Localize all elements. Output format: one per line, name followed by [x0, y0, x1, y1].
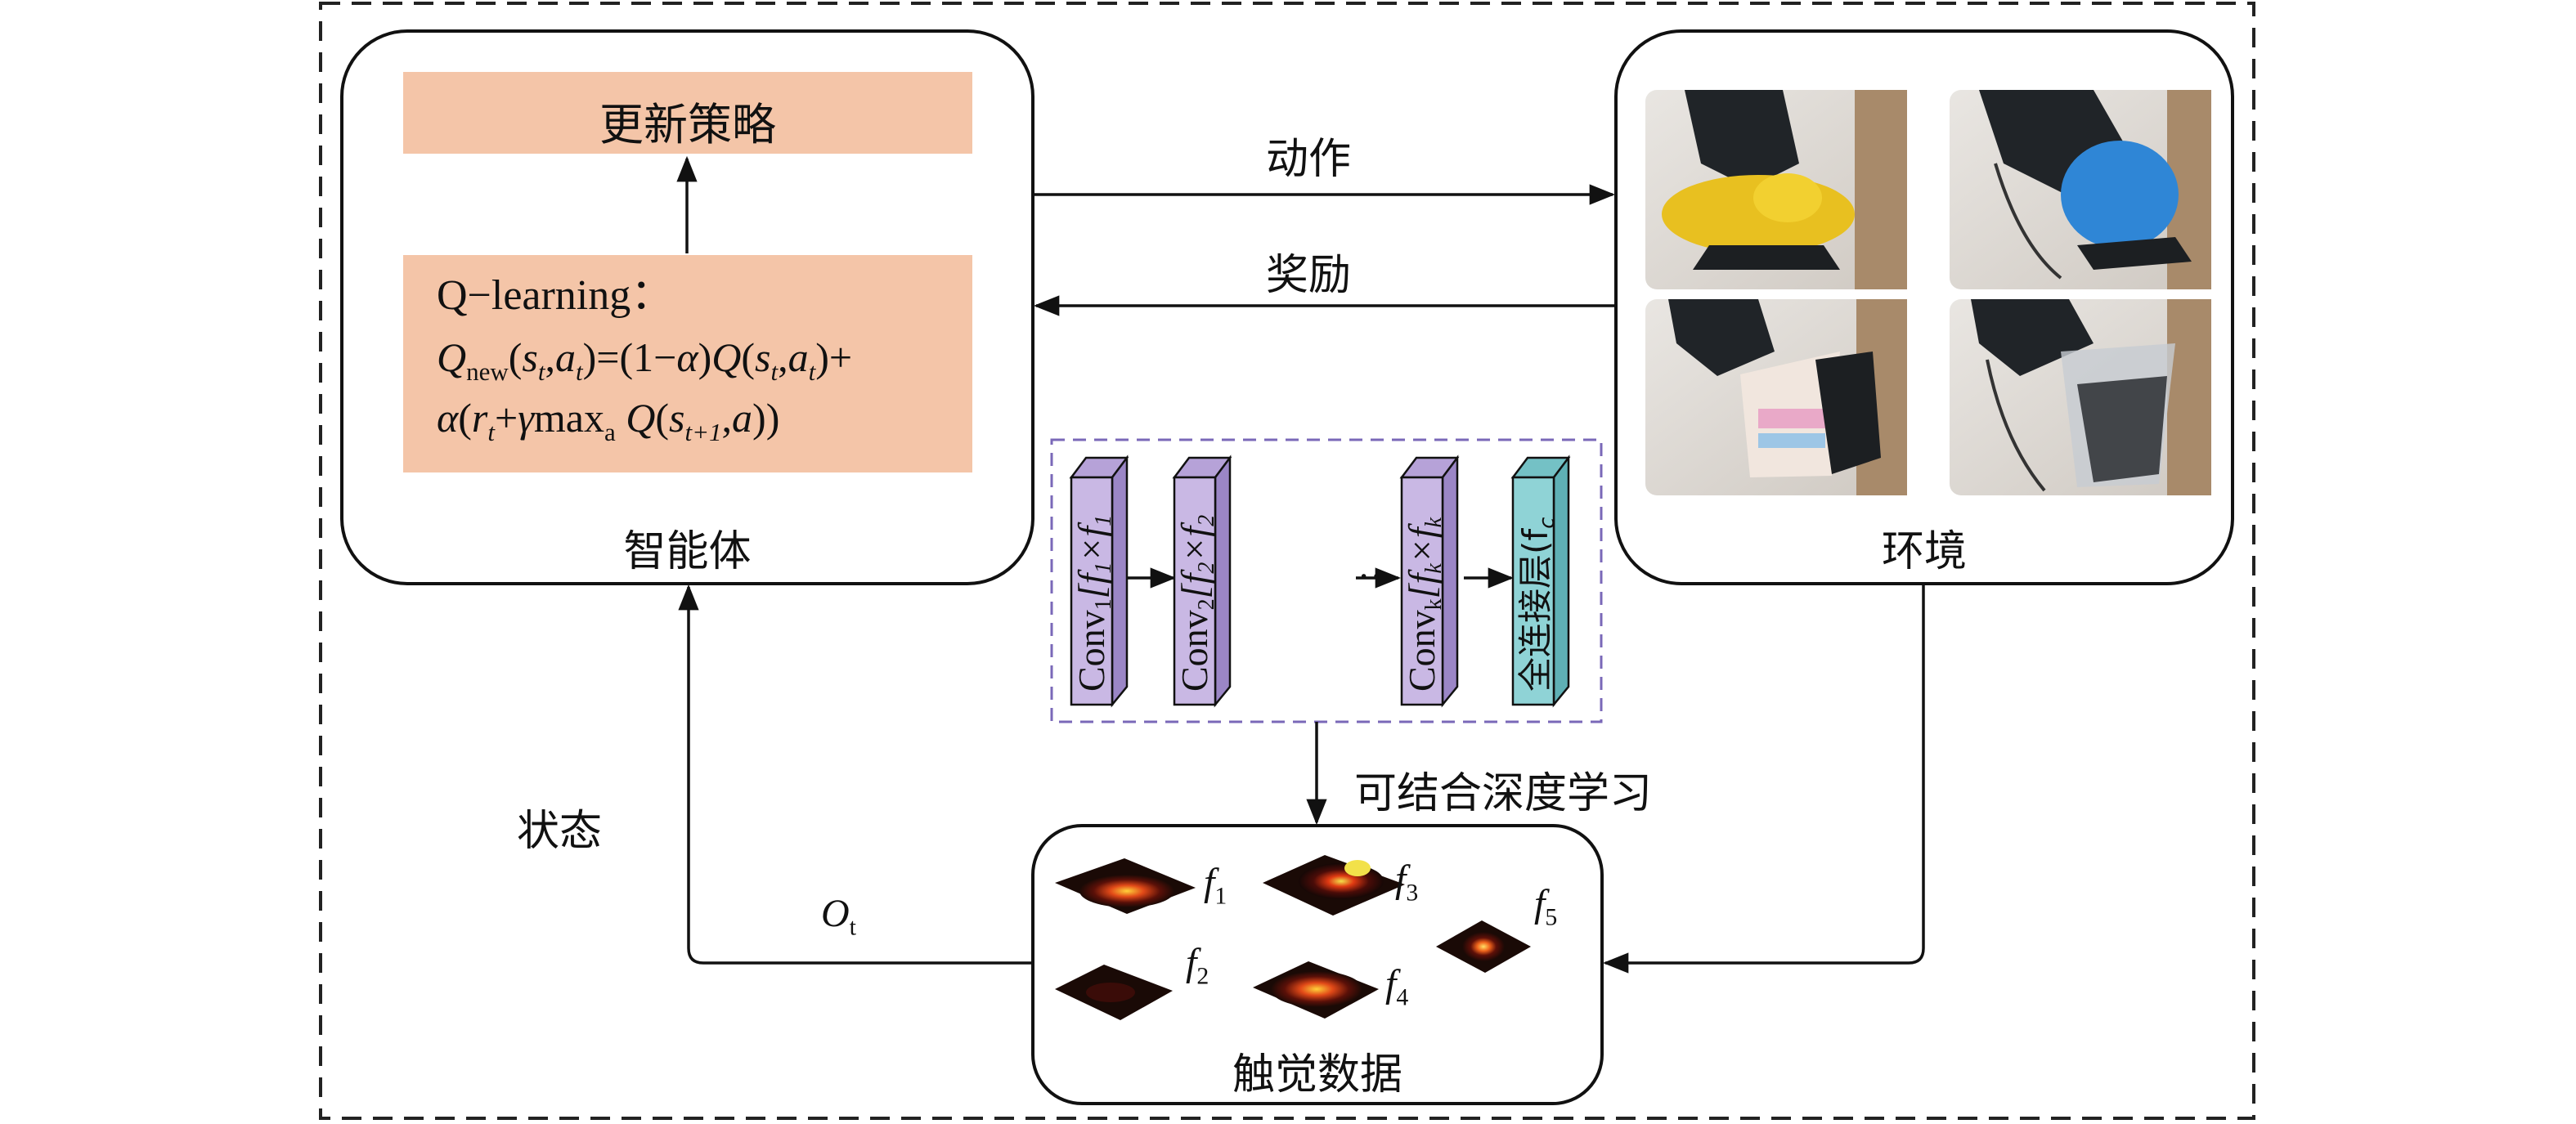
tactile-label-f4: f4 — [1385, 962, 1409, 1011]
conv-layer-k: Convk[fk×fk — [1399, 455, 1460, 708]
q-learning-formula-line-1: Qnew(st,at)=(1−α)Q(st,at)+ — [437, 334, 853, 386]
tactile-frame-f2 — [1055, 965, 1173, 1020]
observation-label: Ot — [821, 892, 856, 941]
tactile-frame-f1 — [1055, 858, 1196, 914]
state-label: 状态 — [517, 807, 603, 856]
q-learning-heading: Q−learning： — [437, 272, 674, 319]
env-to-tactile-arrow — [1602, 584, 1925, 974]
deep-learning-label: 可结合深度学习 — [1354, 769, 1653, 818]
tactile-frame-f4 — [1253, 961, 1379, 1019]
fully-connected-layer: 全连接层(fc — [1510, 455, 1571, 708]
svg-text:Conv2[f2×f2: Conv2[f2×f2 — [1174, 515, 1219, 692]
photo-hand-yellow-object — [1645, 90, 1907, 289]
tactile-title: 触觉数据 — [1232, 1050, 1402, 1099]
photo-hand-clear-cup — [1950, 299, 2211, 495]
agent-title: 智能体 — [623, 527, 752, 576]
tactile-frame-f3 — [1263, 855, 1405, 916]
q-learning-box — [403, 255, 972, 472]
svg-text:全连接层(fc: 全连接层(fc — [1515, 517, 1560, 692]
action-label: 动作 — [1266, 135, 1352, 184]
q-learning-formula-line-2: α(rt+γmaxa Q(st+1,a)) — [437, 395, 780, 446]
update-strategy-box — [403, 72, 972, 154]
outer-frame — [319, 2, 2255, 1120]
photo-hand-blue-ball — [1950, 90, 2211, 289]
tactile-label-f3: f3 — [1395, 858, 1419, 907]
svg-text:Convk[fk×fk: Convk[fk×fk — [1401, 517, 1447, 692]
photo-hand-paper-cup — [1645, 299, 1907, 495]
conv-layer-2: Conv2[f2×f2 — [1172, 455, 1232, 708]
network-box — [1050, 438, 1603, 723]
layer-ellipsis: ··· — [1358, 555, 1395, 597]
tactile-frame-f5 — [1436, 920, 1531, 973]
update-strategy-label: 更新策略 — [599, 99, 776, 150]
environment-title: 环境 — [1881, 527, 1967, 576]
conv-layer-1: Conv1[f1×f1 — [1069, 455, 1129, 708]
tactile-label-f1: f1 — [1204, 861, 1227, 910]
reward-label: 奖励 — [1266, 251, 1352, 300]
state-arrow — [678, 584, 1033, 965]
tactile-label-f5: f5 — [1534, 882, 1558, 931]
tactile-label-f2: f2 — [1186, 941, 1209, 990]
